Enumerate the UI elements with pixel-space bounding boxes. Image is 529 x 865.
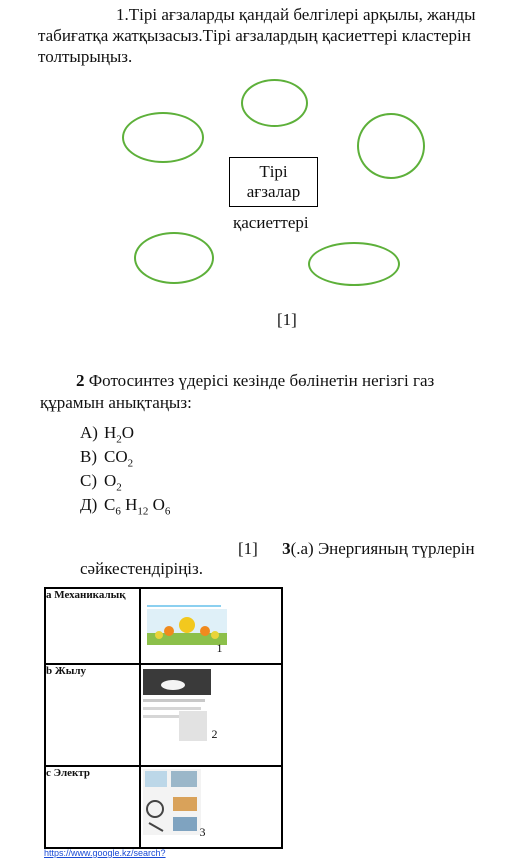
lamp-photo-image — [143, 669, 212, 695]
option-letter: Д) — [80, 495, 98, 514]
option-letter: B) — [80, 447, 97, 466]
image-number-1: 1 — [216, 641, 223, 655]
question-3-number: 3 — [282, 539, 291, 558]
text-line-placeholder — [143, 715, 180, 718]
electricity-collage-image — [143, 769, 202, 835]
question-3-line1: (.а) Энергияның түрлерін — [290, 539, 475, 558]
cluster-oval-bottom-left[interactable] — [134, 232, 214, 284]
option-a[interactable]: A) H2O — [80, 423, 134, 445]
option-b[interactable]: B) CO2 — [80, 447, 133, 469]
option-formula-part3: O — [148, 495, 165, 514]
image-cell-1: 1 — [139, 587, 283, 665]
image-number-2: 2 — [211, 727, 218, 741]
center-line1: Тірі — [259, 162, 288, 181]
option-subscript: 12 — [137, 505, 149, 518]
table-row: c Электр 3 — [43, 765, 283, 849]
cluster-center-box: Тірі ағзалар — [229, 157, 318, 207]
option-subscript: 6 — [164, 505, 171, 518]
source-link[interactable]: https://www.google.kz/search? — [44, 848, 166, 858]
option-formula: C — [104, 495, 116, 514]
question-1-line3: толтырыңыз. — [38, 47, 133, 66]
question-2-line1: Фотосинтез үдерісі кезінде бөлінетін нег… — [88, 371, 435, 390]
text-line-placeholder — [143, 707, 202, 710]
energy-label-electric: c Электр — [46, 767, 90, 779]
option-letter: A) — [80, 423, 98, 442]
option-formula: H — [104, 423, 117, 442]
option-subscript: 2 — [116, 433, 122, 446]
cluster-oval-bottom-right[interactable] — [308, 242, 400, 286]
cluster-oval-top[interactable] — [241, 79, 308, 127]
energy-label-mechanical: a Механикалық — [46, 589, 126, 601]
center-line2: ағзалар — [246, 182, 301, 201]
option-formula: CO — [104, 447, 128, 466]
label-cell: b Жылу — [43, 663, 142, 767]
label-cell: a Механикалық — [43, 587, 142, 665]
energy-match-table: a Механикалық 1 b Жылу — [43, 587, 283, 849]
option-formula-part2: H — [120, 495, 138, 514]
question-2-mark: [1] — [238, 539, 258, 558]
table-row: a Механикалық 1 — [43, 587, 283, 665]
table-row: b Жылу 2 — [43, 663, 283, 767]
windmill-flowers-image — [147, 609, 228, 645]
thumbnail-image — [179, 711, 208, 741]
question-3-text: [1] 3(.а) Энергияның түрлерін — [238, 539, 475, 559]
image-top-line — [147, 605, 222, 607]
option-letter: C) — [80, 471, 97, 490]
option-formula-rest: O — [121, 423, 135, 442]
text-line-placeholder — [143, 699, 206, 702]
label-cell: c Электр — [43, 765, 142, 849]
question-1-line1: 1.Тірі ағзаларды қандай белгілері арқылы… — [116, 5, 476, 24]
image-cell-2: 2 — [139, 663, 283, 767]
question-1-line2: табиғатқа жатқызасыз.Тірі ағзалардың қас… — [38, 26, 471, 45]
option-subscript: 6 — [115, 505, 121, 518]
option-d[interactable]: Д)C6 H12 O6 — [80, 495, 170, 517]
option-formula: O — [104, 471, 117, 490]
option-subscript: 2 — [127, 457, 134, 470]
cluster-oval-right[interactable] — [357, 113, 425, 179]
question-2-number: 2 — [76, 371, 85, 390]
question-2-line2: құрамын анықтаңыз: — [40, 393, 192, 412]
question-2-text: 2 Фотосинтез үдерісі кезінде бөлінетін н… — [40, 370, 500, 414]
image-number-3: 3 — [199, 825, 206, 839]
option-c[interactable]: C) O2 — [80, 471, 122, 493]
energy-label-heat: b Жылу — [46, 665, 87, 677]
question-1-mark: [1] — [277, 310, 297, 329]
question-3-line2: сәйкестендіріңіз. — [80, 559, 203, 578]
image-cell-3: 3 — [139, 765, 283, 849]
question-1-text: 1.Тірі ағзаларды қандай белгілері арқылы… — [38, 4, 500, 67]
option-subscript: 2 — [116, 481, 122, 494]
cluster-oval-left[interactable] — [122, 112, 204, 163]
cluster-caption: қасиеттері — [233, 213, 309, 232]
